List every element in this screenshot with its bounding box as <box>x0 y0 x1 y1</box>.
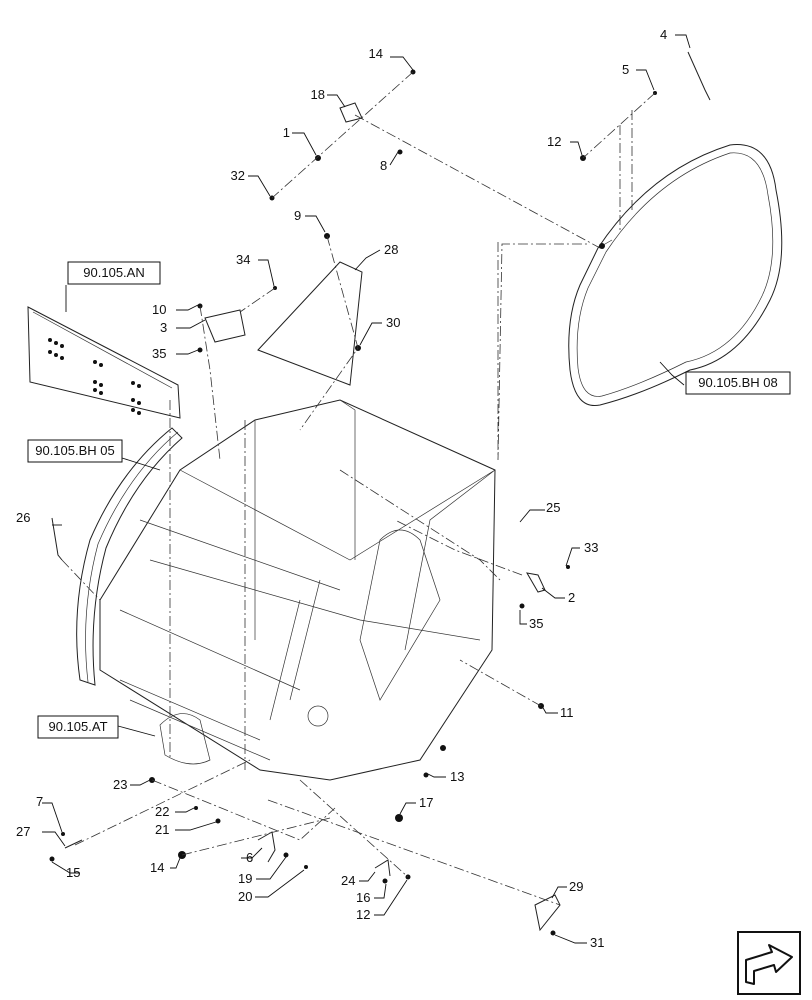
callout-19: 19 <box>238 871 252 886</box>
callout-32: 32 <box>231 168 245 183</box>
small-parts <box>51 51 711 932</box>
fasteners <box>49 69 657 936</box>
alignment-lines <box>61 71 656 906</box>
callout-28: 28 <box>384 242 398 257</box>
callout-5: 5 <box>622 62 629 77</box>
callout-9: 9 <box>294 208 301 223</box>
bracket-3 <box>204 309 246 343</box>
callout-21: 21 <box>155 822 169 837</box>
rod-26 <box>51 517 63 561</box>
side-shield-right <box>568 144 783 407</box>
callout-labels: 14 18 1 32 8 4 5 12 9 28 34 10 3 35 30 2… <box>16 27 667 950</box>
callout-4: 4 <box>660 27 667 42</box>
callout-7: 7 <box>36 794 43 809</box>
callout-15: 15 <box>66 865 80 880</box>
callout-11: 11 <box>560 705 574 720</box>
callout-14b: 14 <box>150 860 164 875</box>
ref-label-an: 90.105.AN <box>83 265 144 280</box>
callout-30: 30 <box>386 315 400 330</box>
front-curved-shield <box>76 427 183 686</box>
callout-6: 6 <box>246 850 253 865</box>
latch-2 <box>526 572 546 593</box>
ref-box-an <box>67 261 161 285</box>
bracket-6 <box>257 831 276 863</box>
callout-34: 34 <box>236 252 250 267</box>
callout-12a: 12 <box>547 134 561 149</box>
rod-4 <box>687 51 711 101</box>
callout-8: 8 <box>380 158 387 173</box>
callout-16: 16 <box>356 890 370 905</box>
clip-24 <box>374 859 391 877</box>
ref-box-at <box>37 715 119 739</box>
leader-lines <box>42 34 691 944</box>
callout-23: 23 <box>113 777 127 792</box>
callout-25: 25 <box>546 500 560 515</box>
callout-26: 26 <box>16 510 30 525</box>
callout-1: 1 <box>283 125 290 140</box>
ref-label-bh08: 90.105.BH 08 <box>698 375 778 390</box>
pin-27 <box>64 839 83 849</box>
callout-13: 13 <box>450 769 464 784</box>
baler-main-frame <box>99 399 496 781</box>
callout-24: 24 <box>341 873 355 888</box>
callout-27: 27 <box>16 824 30 839</box>
callout-3: 3 <box>160 320 167 335</box>
ref-box-bh08 <box>685 371 791 395</box>
callout-2: 2 <box>568 590 575 605</box>
ref-label-bh05: 90.105.BH 05 <box>35 443 115 458</box>
callout-17: 17 <box>419 795 433 810</box>
callout-35a: 35 <box>152 346 166 361</box>
callout-14a: 14 <box>369 46 383 61</box>
page-turn-arrow-icon[interactable] <box>737 931 801 995</box>
callout-31: 31 <box>590 935 604 950</box>
callout-20: 20 <box>238 889 252 904</box>
front-panel-left <box>27 306 181 419</box>
callout-33: 33 <box>584 540 598 555</box>
ref-box-bh05 <box>27 439 123 463</box>
callout-10: 10 <box>152 302 166 317</box>
ref-label-at: 90.105.AT <box>48 719 107 734</box>
reference-boxes: 90.105.AN 90.105.BH 05 90.105.BH 08 90.1… <box>27 261 791 739</box>
callout-18: 18 <box>311 87 325 102</box>
callout-22: 22 <box>155 804 169 819</box>
callout-29: 29 <box>569 879 583 894</box>
shield-28 <box>257 261 363 386</box>
callout-35b: 35 <box>529 616 543 631</box>
callout-12b: 12 <box>356 907 370 922</box>
bracket-18 <box>339 102 363 123</box>
